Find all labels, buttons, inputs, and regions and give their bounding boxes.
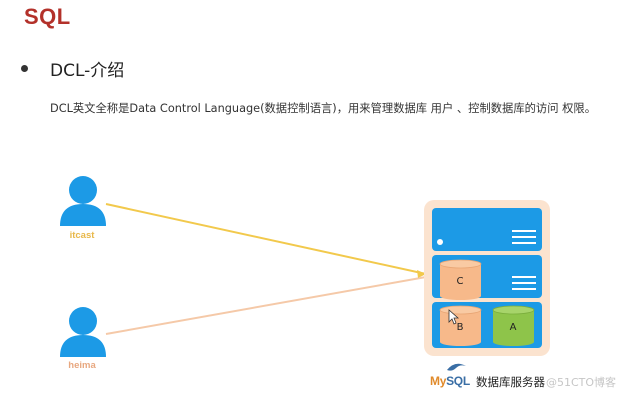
- user-heima-icon: [60, 307, 106, 357]
- mysql-logo: MySQL: [430, 374, 470, 388]
- bullet-icon: [21, 65, 28, 72]
- database-b-cylinder: [439, 305, 482, 346]
- description-text: DCL英文全称是Data Control Language(数据控制语言)，用来…: [50, 102, 597, 115]
- database-b-label: B: [456, 322, 464, 333]
- database-c-cylinder: [439, 259, 482, 300]
- server-vent-icon: [512, 230, 536, 244]
- server-caption: 数据库服务器: [476, 375, 545, 389]
- mysql-dolphin-icon: [447, 363, 466, 371]
- database-server: [424, 200, 550, 356]
- itcast-connector-line: [105, 203, 427, 275]
- database-a-label: A: [509, 322, 517, 333]
- database-c-label: C: [456, 276, 464, 287]
- mysql-logo-sql: SQL: [446, 374, 470, 388]
- heima-connector-line: [105, 276, 427, 335]
- database-a-cylinder: [492, 305, 535, 346]
- arrow-head-icon: [417, 270, 426, 278]
- user-itcast-icon: [60, 176, 106, 226]
- section-title: DCL-介绍: [50, 61, 125, 81]
- server-panel-top: [432, 208, 542, 251]
- watermark: @51CTO博客: [546, 376, 617, 389]
- mouse-cursor-icon: [448, 309, 460, 325]
- mysql-logo-my: My: [430, 374, 447, 388]
- page-title: SQL: [24, 4, 71, 29]
- server-led-icon: [437, 239, 443, 245]
- server-vent-icon: [512, 276, 536, 290]
- user-itcast-label: itcast: [69, 230, 95, 241]
- user-heima-label: heima: [68, 360, 96, 371]
